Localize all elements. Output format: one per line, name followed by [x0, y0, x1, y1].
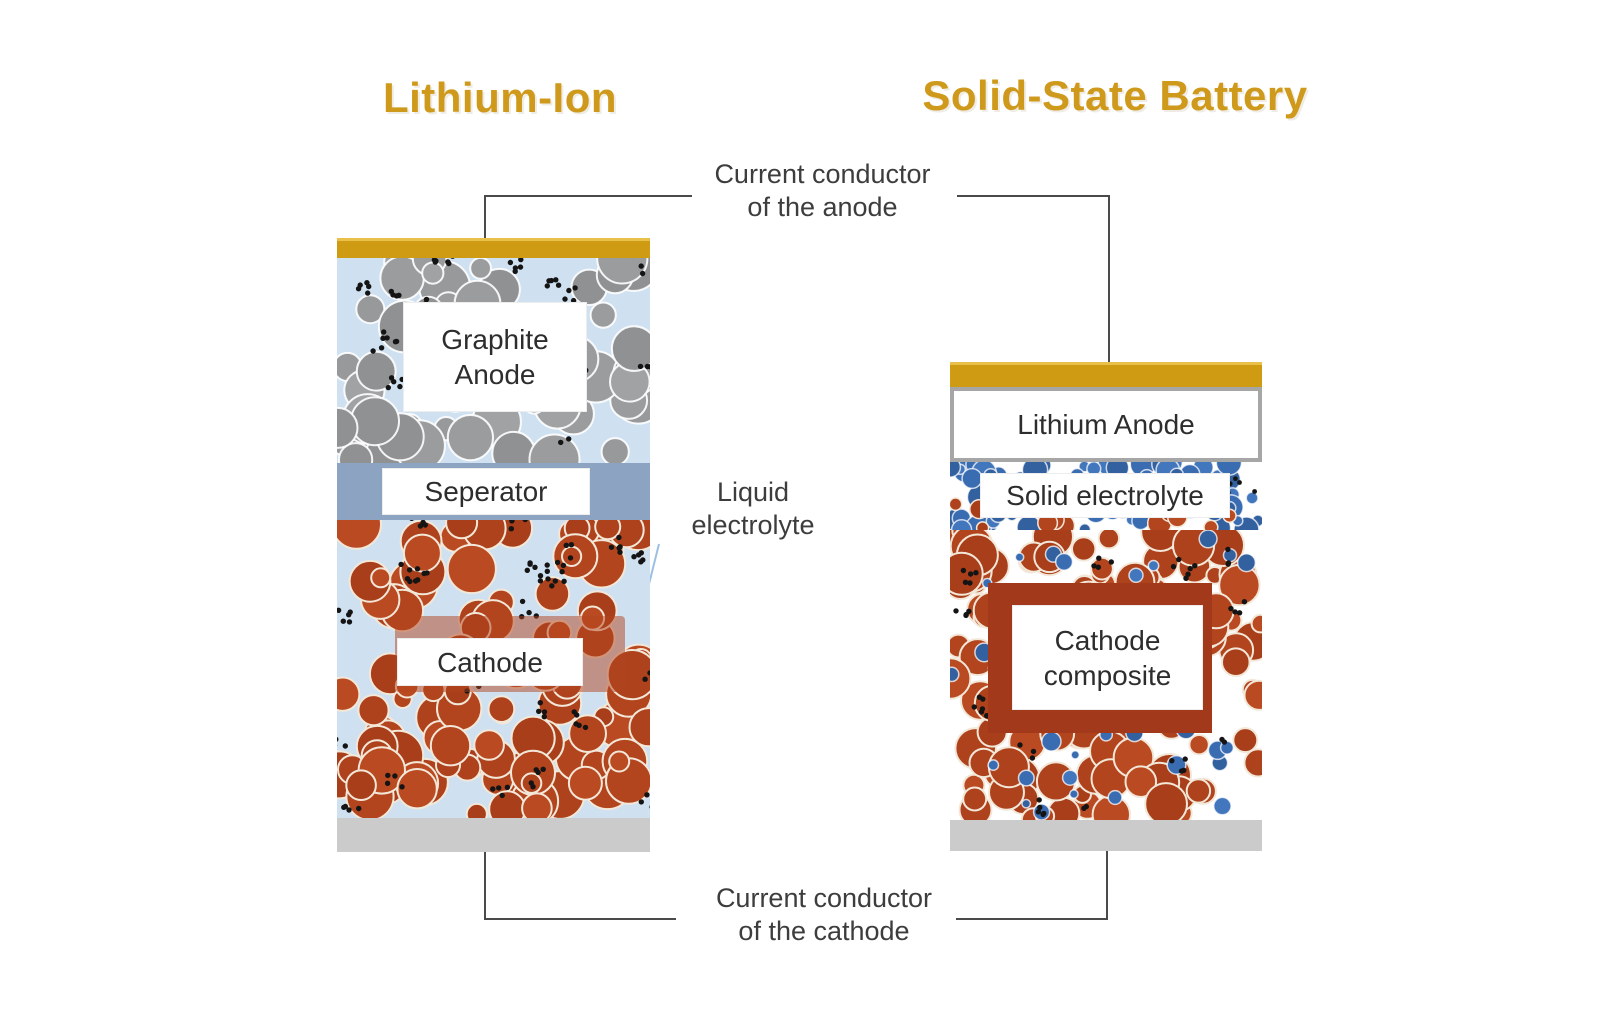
connector-line: [484, 195, 692, 197]
anode-current-conductor-bar: [337, 238, 650, 258]
solid-electrolyte-label: Solid electrolyte: [980, 473, 1230, 518]
label-line: Graphite: [441, 324, 549, 355]
title-lithium-ion: Lithium-Ion: [382, 74, 618, 121]
label-line: Cathode: [437, 646, 543, 678]
graphite-anode-label: Graphite Anode: [403, 302, 587, 412]
connector-line: [957, 195, 1110, 197]
label-liquid-electrolyte: Liquid electrolyte: [653, 476, 853, 542]
label-current-conductor-anode: Current conductor of the anode: [695, 158, 950, 224]
cathode-current-conductor-bar: [337, 818, 650, 852]
lithium-anode-layer: Lithium Anode: [950, 387, 1262, 462]
label-current-conductor-cathode: Current conductor of the cathode: [689, 882, 959, 948]
connector-line: [956, 918, 1108, 920]
label-line: of the cathode: [738, 915, 910, 946]
label-line: Anode: [454, 359, 536, 390]
label-line: composite: [1043, 659, 1172, 691]
cathode-composite-layer: Cathode composite: [950, 530, 1262, 820]
cathode-current-conductor-bar: [950, 820, 1262, 851]
solid-electrolyte-layer: Solid electrolyte: [950, 462, 1262, 530]
connector-line: [484, 195, 486, 239]
label-line: electrolyte: [691, 509, 815, 540]
label-line: Current conductor: [715, 883, 933, 913]
solid-state-battery: Lithium Anode Solid electrolyte Cathode …: [950, 362, 1262, 851]
label-line: Seperator: [424, 476, 548, 507]
cathode-label: Cathode: [397, 638, 583, 686]
title-solid-state: Solid-State Battery: [922, 72, 1308, 119]
connector-line: [1106, 851, 1108, 919]
connector-line: [484, 918, 676, 920]
cathode-composite-label: Cathode composite: [1012, 605, 1203, 710]
label-line: Cathode: [1054, 624, 1161, 656]
anode-current-conductor-bar: [950, 362, 1262, 387]
separator-label: Seperator: [382, 468, 590, 515]
lithium-ion-battery: Graphite Anode Seperator Cathode: [337, 238, 650, 852]
label-line: Current conductor: [714, 159, 931, 189]
graphite-anode-layer: Graphite Anode: [337, 258, 650, 463]
lithium-anode-label: Lithium Anode: [1017, 408, 1195, 440]
label-line: Liquid: [716, 477, 790, 507]
cathode-layer: Cathode: [337, 520, 650, 818]
connector-line: [484, 852, 486, 919]
cathode-particles: [337, 520, 650, 818]
separator-layer: Seperator: [337, 463, 650, 520]
label-line: Solid electrolyte: [1006, 480, 1204, 511]
label-line: of the anode: [747, 191, 898, 222]
connector-line: [1108, 195, 1110, 363]
